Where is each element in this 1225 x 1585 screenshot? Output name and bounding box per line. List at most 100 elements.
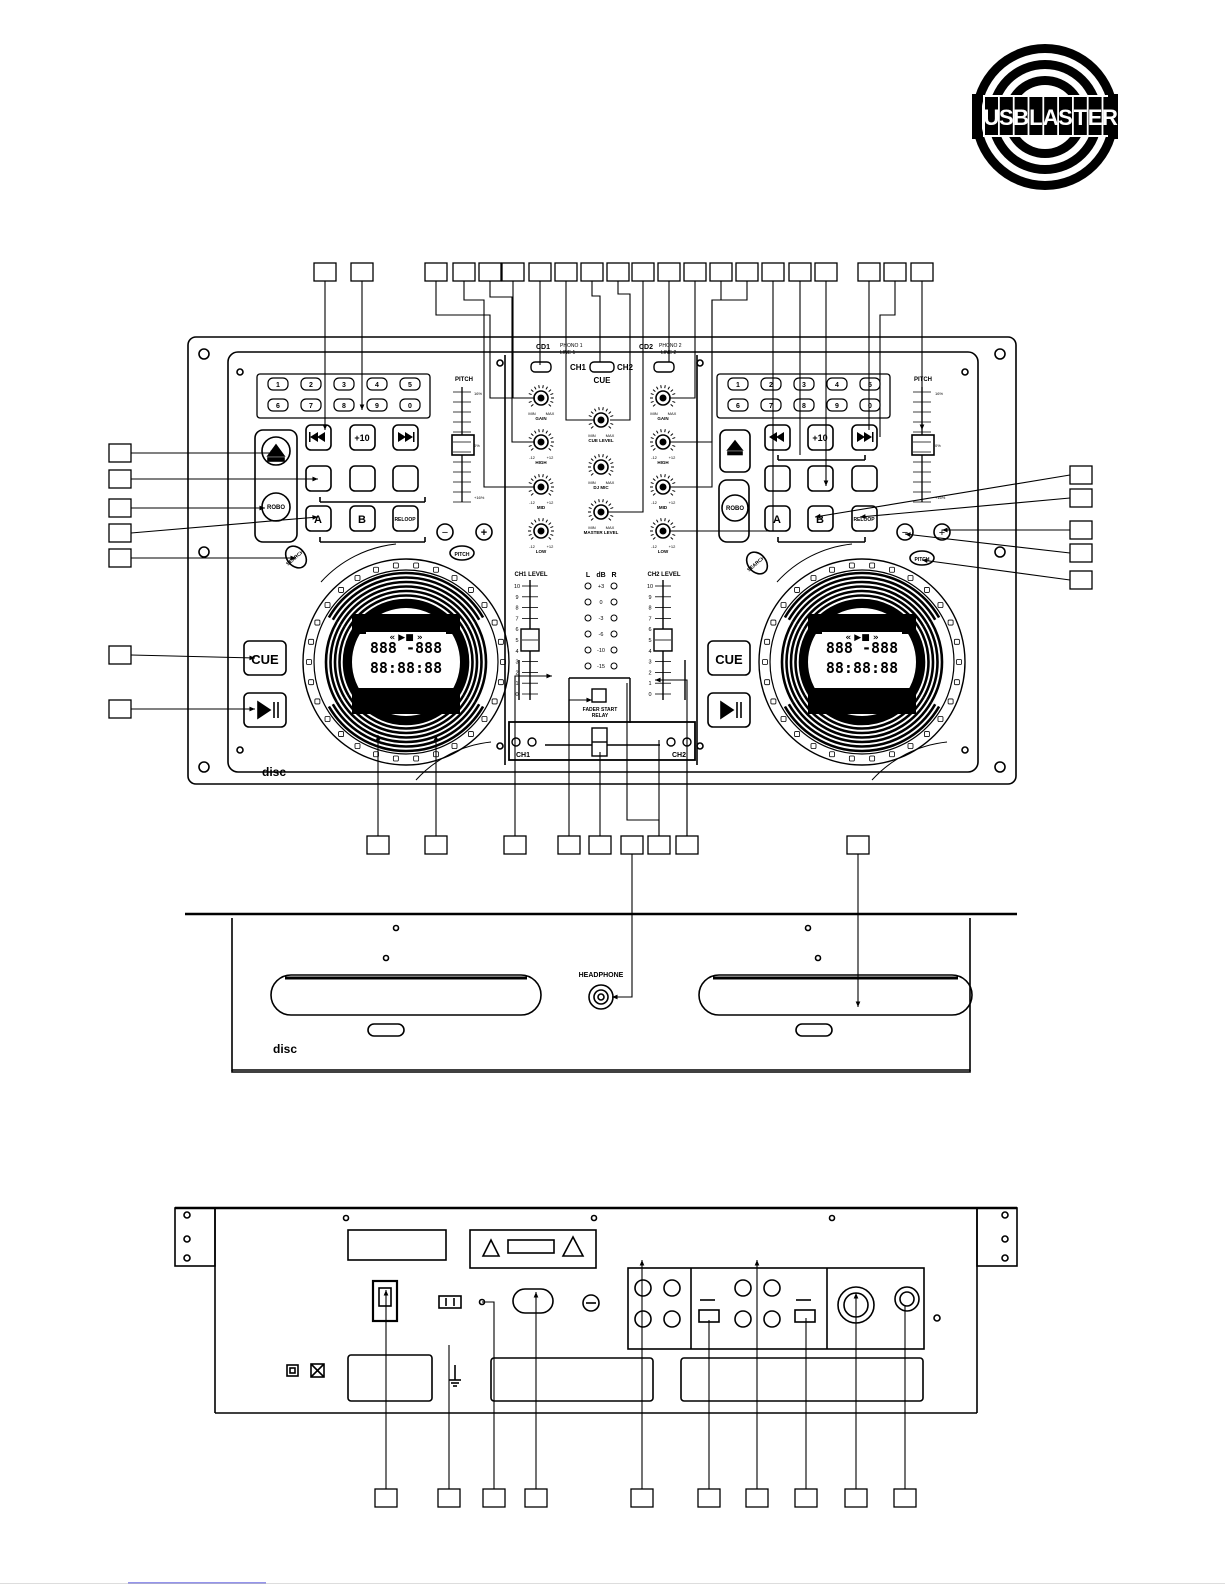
knob-tick xyxy=(548,389,552,392)
callout-box-top xyxy=(735,262,759,282)
right-keypad-key xyxy=(727,398,749,412)
mixer-knob xyxy=(593,459,609,475)
callout-box-bottom xyxy=(557,835,581,855)
right-jogwheel-ring xyxy=(769,569,955,755)
right-jogwheel-groove xyxy=(918,628,930,696)
left-jogwheel-groove xyxy=(333,625,346,699)
ch1-level-scale-label: 10 xyxy=(514,584,520,590)
mixer-knob-center xyxy=(597,463,605,471)
ch2-level-scale-label: 0 xyxy=(648,692,651,698)
right-deck-buttons xyxy=(707,424,951,728)
knob-tick xyxy=(656,386,659,390)
knob-tick xyxy=(664,474,666,478)
right-pitch-label: PITCH xyxy=(914,377,932,383)
knob-tick xyxy=(610,514,614,517)
callout-box-rear xyxy=(524,1488,548,1508)
right-keypad-key-label: 6 xyxy=(736,403,740,410)
left-jogwheel-notch xyxy=(497,638,504,645)
left-jogwheel-groove xyxy=(331,703,481,748)
meter-led-right xyxy=(610,630,618,638)
callout-line-arrow xyxy=(942,527,948,533)
left-jogwheel-notch xyxy=(481,602,488,608)
meter-led-right xyxy=(610,646,618,654)
meter-scale-label: -15 xyxy=(597,664,605,670)
right-jogwheel-notch xyxy=(937,602,944,608)
callout-line-arrow xyxy=(312,515,318,520)
front-view xyxy=(185,912,1017,1073)
knob-tick xyxy=(670,478,674,481)
right-jogwheel-notch xyxy=(770,619,777,626)
meter-db-label: dB xyxy=(596,572,605,579)
callout-box-top xyxy=(478,262,502,282)
knob-tick xyxy=(588,514,592,517)
knob-tick xyxy=(598,499,600,503)
callout-box-rear xyxy=(794,1488,818,1508)
callout-box-top xyxy=(313,262,337,282)
right-jogwheel-groove xyxy=(926,623,939,701)
left-keypad-key-label: 6 xyxy=(276,403,280,410)
knob-tick xyxy=(548,433,552,436)
meter-led-left xyxy=(584,662,592,670)
knob-tick xyxy=(670,433,674,436)
callout-line-arrow xyxy=(586,697,592,703)
right-jogwheel-notch xyxy=(869,562,876,569)
right-display-bottom: 88:88:88 xyxy=(826,659,898,677)
xfader-right-label: CH2 xyxy=(672,752,686,759)
knob-tick xyxy=(545,519,548,523)
knob-max-label: +12 xyxy=(669,500,677,505)
left-jogwheel-groove xyxy=(335,580,477,623)
knob-tick xyxy=(672,444,676,447)
logo-letter-tile xyxy=(985,97,998,135)
left-a-label: A xyxy=(314,514,322,526)
right-jogwheel-groove xyxy=(914,630,926,694)
callout-line-arrow xyxy=(322,424,328,430)
knob-tick xyxy=(660,385,662,389)
callout-line xyxy=(607,281,644,513)
knob-tick xyxy=(594,408,597,412)
fader-start-label: FADER START xyxy=(583,707,618,713)
knob-tick xyxy=(672,400,676,403)
callout-box-bottom xyxy=(366,835,390,855)
right-jogwheel-groove xyxy=(791,580,933,623)
right-keypad-key xyxy=(826,398,848,412)
logo-letter: U xyxy=(984,105,1000,130)
logo-letter-tile xyxy=(1088,97,1102,135)
relay-label: RELAY xyxy=(592,713,609,719)
knob-tick xyxy=(550,482,554,485)
knob-tick xyxy=(652,448,656,451)
logo-letter-tile xyxy=(1059,97,1072,135)
knob-min-label: -12 xyxy=(651,455,658,460)
meter-scale-label: +3 xyxy=(598,584,604,590)
callout-box-rear xyxy=(482,1488,506,1508)
meter-l-label: L xyxy=(586,572,591,579)
callout-line-arrow xyxy=(919,424,925,430)
mixer-knob-center xyxy=(597,416,605,424)
knob-tick xyxy=(610,415,614,418)
callout-box-right xyxy=(1069,488,1093,508)
callout-line-arrow xyxy=(612,994,618,1000)
knob-tick xyxy=(588,507,592,510)
knob-tick xyxy=(652,433,656,436)
callout-line-arrow xyxy=(754,1260,760,1266)
callout-box-left xyxy=(108,469,132,489)
knob-tick xyxy=(548,404,552,407)
left-keypad-key xyxy=(267,398,289,412)
callout-box-top xyxy=(580,262,604,282)
callout-line xyxy=(130,654,256,659)
knob-tick xyxy=(530,448,534,451)
knob-tick xyxy=(542,385,544,389)
knob-tick xyxy=(608,411,612,414)
left-deck-buttons xyxy=(243,424,493,728)
ch2-level-scale-label: 7 xyxy=(648,616,651,622)
callout-box-rear xyxy=(437,1488,461,1508)
left-jogwheel-bottom-band xyxy=(352,688,460,714)
callout-line xyxy=(655,679,688,836)
knob-tick xyxy=(602,407,604,411)
left-keypad-key-label: 9 xyxy=(375,403,379,410)
knob-tick xyxy=(652,389,656,392)
right-a-label: A xyxy=(773,514,781,526)
knob-max-label: MAX xyxy=(668,411,677,416)
callout-box-top xyxy=(631,262,655,282)
left-jogwheel-notch xyxy=(314,619,321,626)
knob-tick xyxy=(530,537,534,540)
